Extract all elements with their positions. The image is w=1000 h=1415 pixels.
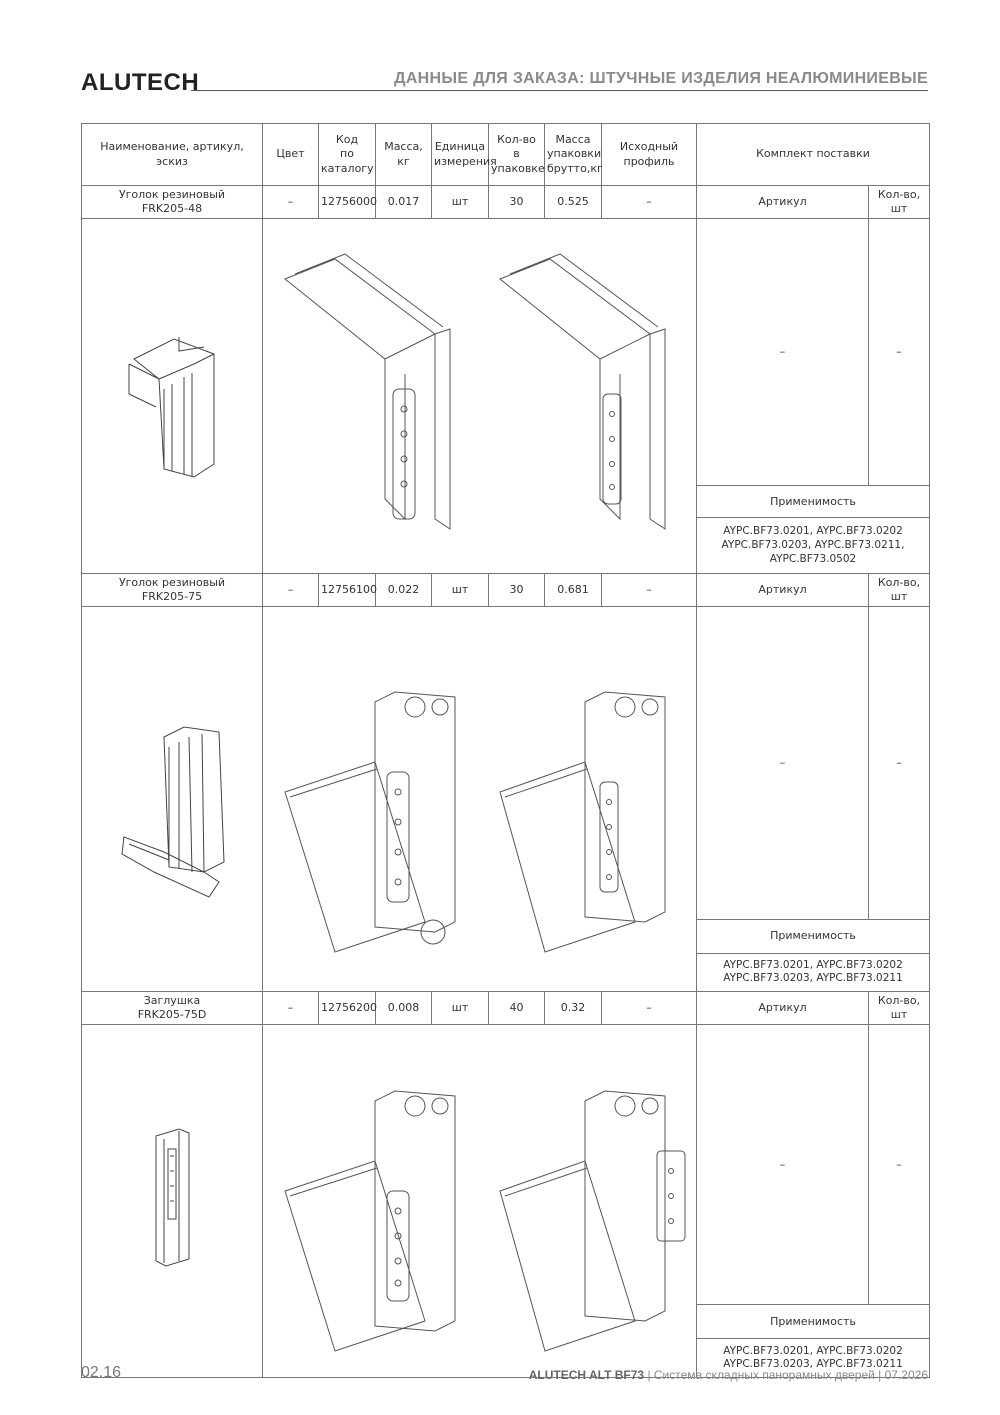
col-header-name: Наименование, артикул, эскиз xyxy=(81,123,263,186)
applicability-label: Применимость xyxy=(696,919,930,954)
table-row: – – xyxy=(81,605,930,992)
table-row: AYPC.BF73.0201, AYPC.BF73.0202 AYPC.BF73… xyxy=(82,952,930,993)
item-pack-qty: 30 xyxy=(488,573,545,607)
item-mass: 0.008 xyxy=(375,991,432,1025)
corner-assembly-drawing xyxy=(284,1090,686,1352)
item-pack-mass: 0.32 xyxy=(544,991,602,1025)
table-row: Заглушка FRK205-75D – 12756200 0.008 шт … xyxy=(81,991,930,1025)
item-unit: шт xyxy=(431,991,489,1025)
item-code: 12756200 xyxy=(318,991,377,1025)
item-name: Заглушка FRK205-75D xyxy=(81,991,263,1025)
end-cap-sketch xyxy=(155,1128,190,1267)
footer-product-name: ALUTECH ALT BF73 xyxy=(528,1368,645,1382)
applicability-list: AYPC.BF73.0201, AYPC.BF73.0202 AYPC.BF73… xyxy=(696,517,930,574)
corner-assembly-drawing xyxy=(284,691,666,953)
kit-article: – xyxy=(696,1023,869,1306)
kit-article-label: Артикул xyxy=(696,991,869,1025)
kit-article-label: Артикул xyxy=(696,185,869,219)
col-header-source: Исходный профиль xyxy=(601,123,697,186)
spec-table: Наименование, артикул, эскиз Цвет Код по… xyxy=(81,123,930,1378)
item-code: 12756000 xyxy=(318,185,377,219)
applicability-label: Применимость xyxy=(696,1304,930,1340)
rubber-corner-sketch xyxy=(121,726,225,898)
page-number: 02.16 xyxy=(81,1364,122,1381)
item-pack-qty: 40 xyxy=(488,991,545,1025)
header-rule xyxy=(191,90,928,91)
table-row: – – xyxy=(81,217,930,574)
footer-subtitle: | Система складных панорамных дверей | 0… xyxy=(644,1368,928,1382)
col-header-color: Цвет xyxy=(262,123,319,186)
page-header: ALUTECH ДАННЫЕ ДЛЯ ЗАКАЗА: ШТУЧНЫЕ ИЗДЕЛ… xyxy=(81,66,928,96)
item-sketch xyxy=(81,606,263,992)
assembly-drawing xyxy=(262,218,697,574)
table-row: Применимость xyxy=(82,485,930,519)
footer-product: ALUTECH ALT BF73 | Система складных пано… xyxy=(529,1368,928,1382)
applicability-list: AYPC.BF73.0201, AYPC.BF73.0202 AYPC.BF73… xyxy=(696,952,930,993)
brand-logo: ALUTECH xyxy=(81,69,200,96)
kit-qty: – xyxy=(868,217,930,487)
item-color: – xyxy=(262,185,319,219)
assembly-drawing xyxy=(262,1024,697,1378)
kit-qty-label: Кол-во, шт xyxy=(868,185,930,219)
table-row: Применимость xyxy=(82,1304,930,1340)
kit-qty: – xyxy=(868,1023,930,1306)
item-code: 12756100 xyxy=(318,573,377,607)
col-header-pack-qty: Кол-во в упаковке xyxy=(488,123,545,186)
table-row: Уголок резиновый FRK205-75 – 12756100 0.… xyxy=(81,573,930,607)
applicability-list: AYPC.BF73.0201, AYPC.BF73.0202 AYPC.BF73… xyxy=(696,1338,930,1378)
col-header-code: Код по каталогу xyxy=(318,123,376,186)
table-row: – – xyxy=(81,1023,930,1378)
table-header-row: Наименование, артикул, эскиз Цвет Код по… xyxy=(81,123,930,186)
item-name: Уголок резиновый FRK205-48 xyxy=(81,185,263,219)
item-mass: 0.022 xyxy=(375,573,432,607)
item-source: – xyxy=(601,573,697,607)
item-color: – xyxy=(262,573,319,607)
kit-qty: – xyxy=(868,605,930,921)
table-row: Применимость xyxy=(82,919,930,954)
kit-qty-label: Кол-во, шт xyxy=(868,573,930,607)
col-header-unit: Единица измерения xyxy=(431,123,497,186)
kit-qty-label: Кол-во, шт xyxy=(868,991,930,1025)
table-row: AYPC.BF73.0201, AYPC.BF73.0202 AYPC.BF73… xyxy=(82,1338,930,1378)
item-source: – xyxy=(601,991,697,1025)
item-source: – xyxy=(601,185,697,219)
item-sketch xyxy=(81,218,263,574)
item-mass: 0.017 xyxy=(375,185,432,219)
item-pack-mass: 0.681 xyxy=(544,573,602,607)
kit-article: – xyxy=(696,217,869,487)
kit-article: – xyxy=(696,605,869,921)
item-color: – xyxy=(262,991,319,1025)
col-header-mass: Масса, кг xyxy=(375,123,432,186)
table-row: AYPC.BF73.0201, AYPC.BF73.0202 AYPC.BF73… xyxy=(82,517,930,574)
item-unit: шт xyxy=(431,573,489,607)
item-name: Уголок резиновый FRK205-75 xyxy=(81,573,263,607)
item-sketch xyxy=(81,1024,263,1378)
rubber-corner-sketch xyxy=(128,337,215,478)
item-pack-mass: 0.525 xyxy=(544,185,602,219)
col-header-pack-mass: Масса упаковки брутто,кг xyxy=(544,123,603,186)
col-header-kit: Комплект поставки xyxy=(696,123,930,186)
applicability-label: Применимость xyxy=(696,485,930,519)
item-pack-qty: 30 xyxy=(488,185,545,219)
kit-article-label: Артикул xyxy=(696,573,869,607)
table-row: Уголок резиновый FRK205-48 – 12756000 0.… xyxy=(81,185,930,219)
assembly-drawing xyxy=(262,606,697,992)
section-title: ДАННЫЕ ДЛЯ ЗАКАЗА: ШТУЧНЫЕ ИЗДЕЛИЯ НЕАЛЮ… xyxy=(394,70,928,87)
corner-assembly-drawing xyxy=(284,253,666,530)
item-unit: шт xyxy=(431,185,489,219)
